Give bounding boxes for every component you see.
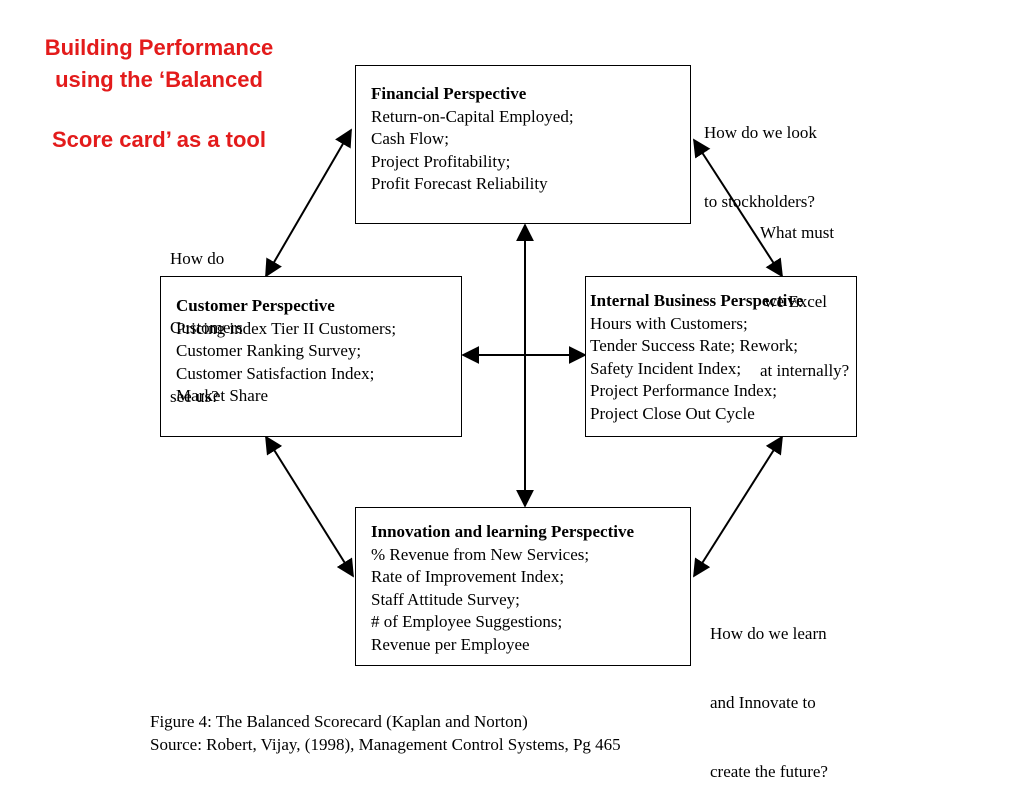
internal-item: Tender Success Rate; Rework;: [590, 336, 798, 355]
internal-heading: Internal Business Perspective: [590, 291, 804, 310]
question-line: at internally?: [760, 361, 850, 380]
question-stockholders: How do we look to stockholders?: [704, 75, 817, 236]
question-line: we Excel: [760, 292, 828, 311]
question-internal: What must we Excel at internally?: [760, 175, 849, 405]
figure-caption: Figure 4: The Balanced Scorecard (Kaplan…: [150, 710, 621, 756]
innovation-heading: Innovation and learning Perspective: [371, 522, 635, 541]
arrow-financial-internal: [693, 138, 783, 278]
financial-item: Project Profitability;: [371, 151, 511, 171]
title-line-3: Score card’ as a tool: [52, 127, 266, 152]
caption-line-2: Source: Robert, Vijay, (1998), Managemen…: [150, 735, 621, 754]
innovation-item: # of Employee Suggestions;: [371, 612, 563, 631]
financial-item: Profit Forecast Reliability: [371, 174, 548, 193]
question-line: How do we learn: [710, 624, 827, 643]
question-customers: How do Customers see us?: [170, 201, 243, 431]
arrow-financial-customer: [265, 128, 352, 278]
question-line: see us?: [170, 387, 219, 406]
question-line: How do: [170, 249, 225, 268]
customer-perspective-box: Customer Perspective Pricing index Tier …: [160, 276, 462, 437]
customer-item: Customer Satisfaction Index;: [176, 363, 375, 383]
customer-item: Customer Ranking Survey;: [176, 341, 362, 360]
internal-item: Hours with Customers;: [590, 313, 748, 333]
financial-item: Cash Flow;: [371, 129, 449, 148]
question-line: How do we look: [704, 123, 817, 142]
arrow-internal-innovation: [693, 435, 783, 578]
innovation-item: % Revenue from New Services;: [371, 544, 590, 564]
financial-perspective-box: Financial Perspective Return-on-Capital …: [355, 65, 691, 224]
internal-item: Safety Incident Index;: [590, 358, 742, 378]
caption-line-1: Figure 4: The Balanced Scorecard (Kaplan…: [150, 712, 528, 731]
financial-heading: Financial Perspective: [371, 84, 527, 103]
question-line: and Innovate to: [710, 693, 816, 712]
question-innovate: How do we learn and Innovate to create t…: [710, 576, 828, 806]
financial-item: Return-on-Capital Employed;: [371, 106, 574, 126]
innovation-item: Revenue per Employee: [371, 634, 530, 654]
question-line: create the future?: [710, 762, 828, 781]
innovation-learning-perspective-box: Innovation and learning Perspective % Re…: [355, 507, 691, 666]
question-line: Customers: [170, 318, 243, 337]
connector-arrows: [265, 128, 783, 578]
internal-item: Project Performance Index;: [590, 381, 777, 400]
internal-item: Project Close Out Cycle: [590, 403, 755, 423]
title-line-1: Building Performance: [44, 35, 274, 60]
customer-heading: Customer Perspective: [176, 296, 335, 315]
arrow-customer-innovation: [265, 435, 354, 578]
customer-item: Pricing index Tier II Customers;: [176, 318, 397, 338]
customer-item: Market Share: [176, 386, 269, 405]
title-line-2: using the ‘Balanced: [55, 67, 263, 92]
innovation-item: Rate of Improvement Index;: [371, 567, 565, 586]
internal-business-perspective-box: Internal Business Perspective Hours with…: [585, 276, 857, 437]
question-line: to stockholders?: [704, 192, 815, 211]
slide-title: Building Performance using the ‘Balanced…: [18, 32, 300, 156]
innovation-item: Staff Attitude Survey;: [371, 589, 520, 609]
question-line: What must: [760, 223, 835, 242]
